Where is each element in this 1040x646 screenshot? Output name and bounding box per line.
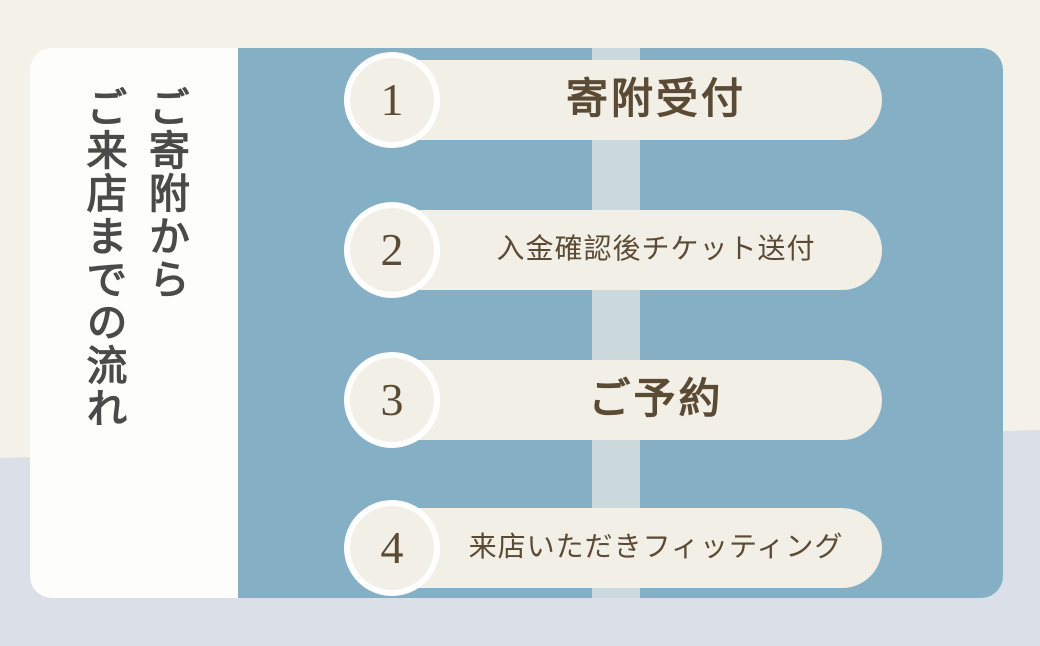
step-number-badge-2: 2 [344,202,440,298]
step-number-badge-1: 1 [344,52,440,148]
step-row-4[interactable]: 4 来店いただきフィッティング [344,500,882,596]
step-label-1: 寄附受付 [565,76,746,123]
flow-card: ご寄附から ご来店までの流れ 1 寄附受付 2 入金確認後チケット送付 3 ご予… [30,48,1003,598]
step-label-2: 入金確認後チケット送付 [496,233,816,265]
step-number-badge-4: 4 [344,500,440,596]
step-label-4: 来店いただきフィッティング [468,531,844,563]
title-panel: ご寄附から ご来店までの流れ [30,48,238,598]
steps-panel: 1 寄附受付 2 入金確認後チケット送付 3 ご予約 4 来店いただきフィッティ… [238,48,1003,598]
step-row-1[interactable]: 1 寄附受付 [344,52,882,148]
step-label-3: ご予約 [588,376,724,423]
step-number-badge-3: 3 [344,352,440,448]
step-row-2[interactable]: 2 入金確認後チケット送付 [344,202,882,298]
step-row-3[interactable]: 3 ご予約 [344,352,882,448]
page-title: ご寄附から ご来店までの流れ [80,86,189,430]
